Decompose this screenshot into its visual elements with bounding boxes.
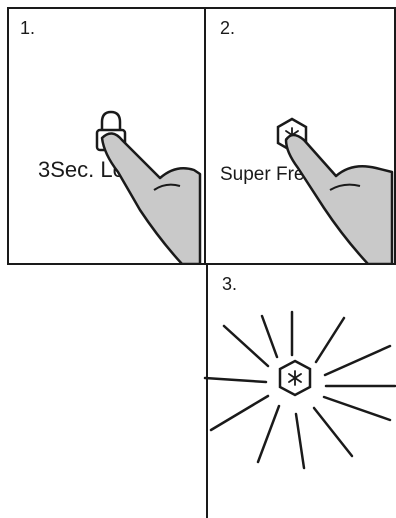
panel-1-number: 1. <box>20 18 35 38</box>
panel-1: 1. 3Sec. Lock <box>8 8 205 264</box>
snowflake-hexagon-icon <box>280 361 310 395</box>
panel-3: 3. <box>205 264 395 518</box>
panel-3-number: 3. <box>222 274 237 294</box>
panel-2: 2. Super Freeze <box>205 8 395 264</box>
panel-2-number: 2. <box>220 18 235 38</box>
